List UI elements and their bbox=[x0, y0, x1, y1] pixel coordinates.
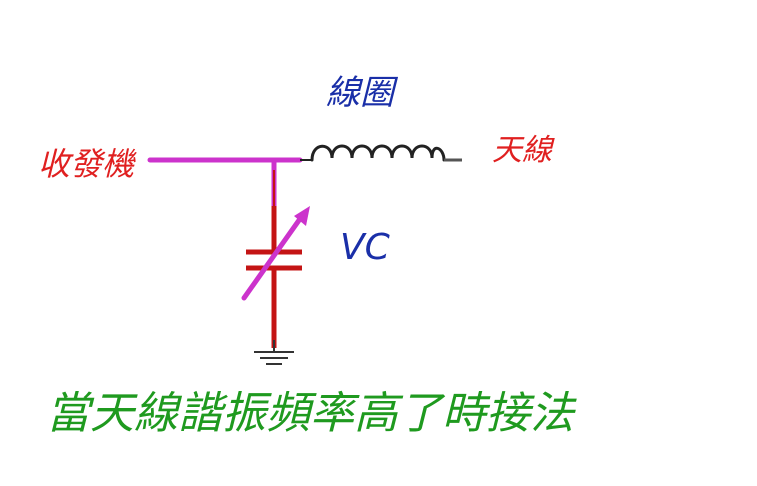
variable-capacitor-arrow-icon bbox=[241, 206, 310, 301]
antenna-label: 天線 bbox=[492, 133, 552, 168]
coil-inductor-icon bbox=[310, 144, 446, 162]
diagram-caption: 當天線諧振頻率高了時接法 bbox=[46, 388, 574, 439]
ground-icon bbox=[254, 340, 294, 365]
transceiver-label: 收發機 bbox=[38, 145, 135, 183]
coil-label: 線圈 bbox=[326, 73, 394, 113]
variable-capacitor-label: VC bbox=[340, 227, 390, 268]
